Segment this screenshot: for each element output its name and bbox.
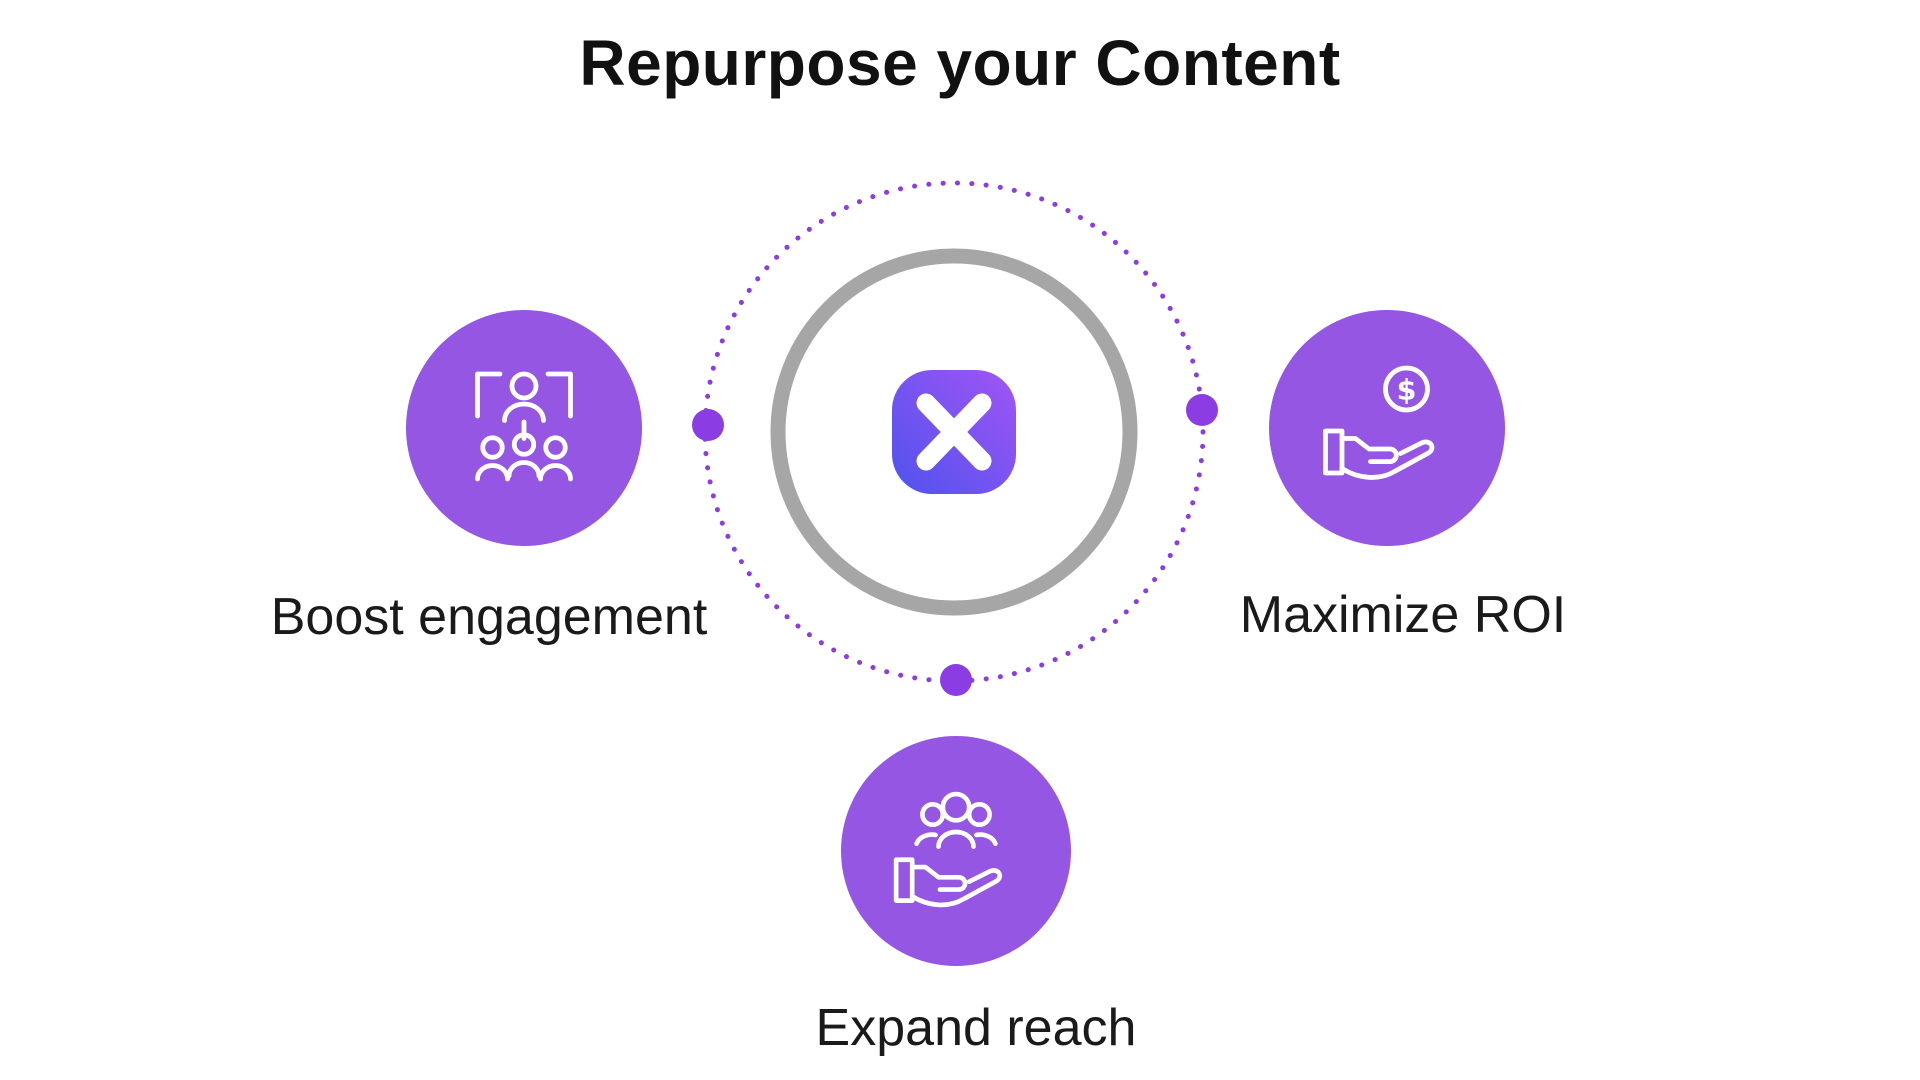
orbit-diagram bbox=[692, 180, 1218, 696]
x-logo-icon bbox=[892, 370, 1016, 494]
bubble-expand-reach bbox=[841, 736, 1071, 966]
label-boost-engagement: Boost engagement bbox=[270, 588, 708, 646]
gray-ring bbox=[770, 248, 1138, 616]
bubble-maximize-roi: $ bbox=[1269, 310, 1505, 546]
presentation-audience-icon bbox=[475, 371, 573, 482]
dollar-symbol: $ bbox=[1397, 374, 1417, 407]
orbit-dot-right bbox=[1186, 394, 1218, 426]
hand-people-icon bbox=[893, 791, 1003, 908]
page-title: Repurpose your Content bbox=[579, 27, 1341, 99]
hand-coin-icon: $ bbox=[1323, 365, 1435, 480]
label-maximize-roi: Maximize ROI bbox=[1239, 586, 1567, 644]
orbit-dot-left bbox=[692, 409, 724, 441]
bubble-boost-engagement bbox=[406, 310, 642, 546]
label-expand-reach: Expand reach bbox=[815, 999, 1137, 1057]
orbit-dot-bottom bbox=[940, 664, 972, 696]
dotted-orbit-circle bbox=[702, 180, 1206, 684]
